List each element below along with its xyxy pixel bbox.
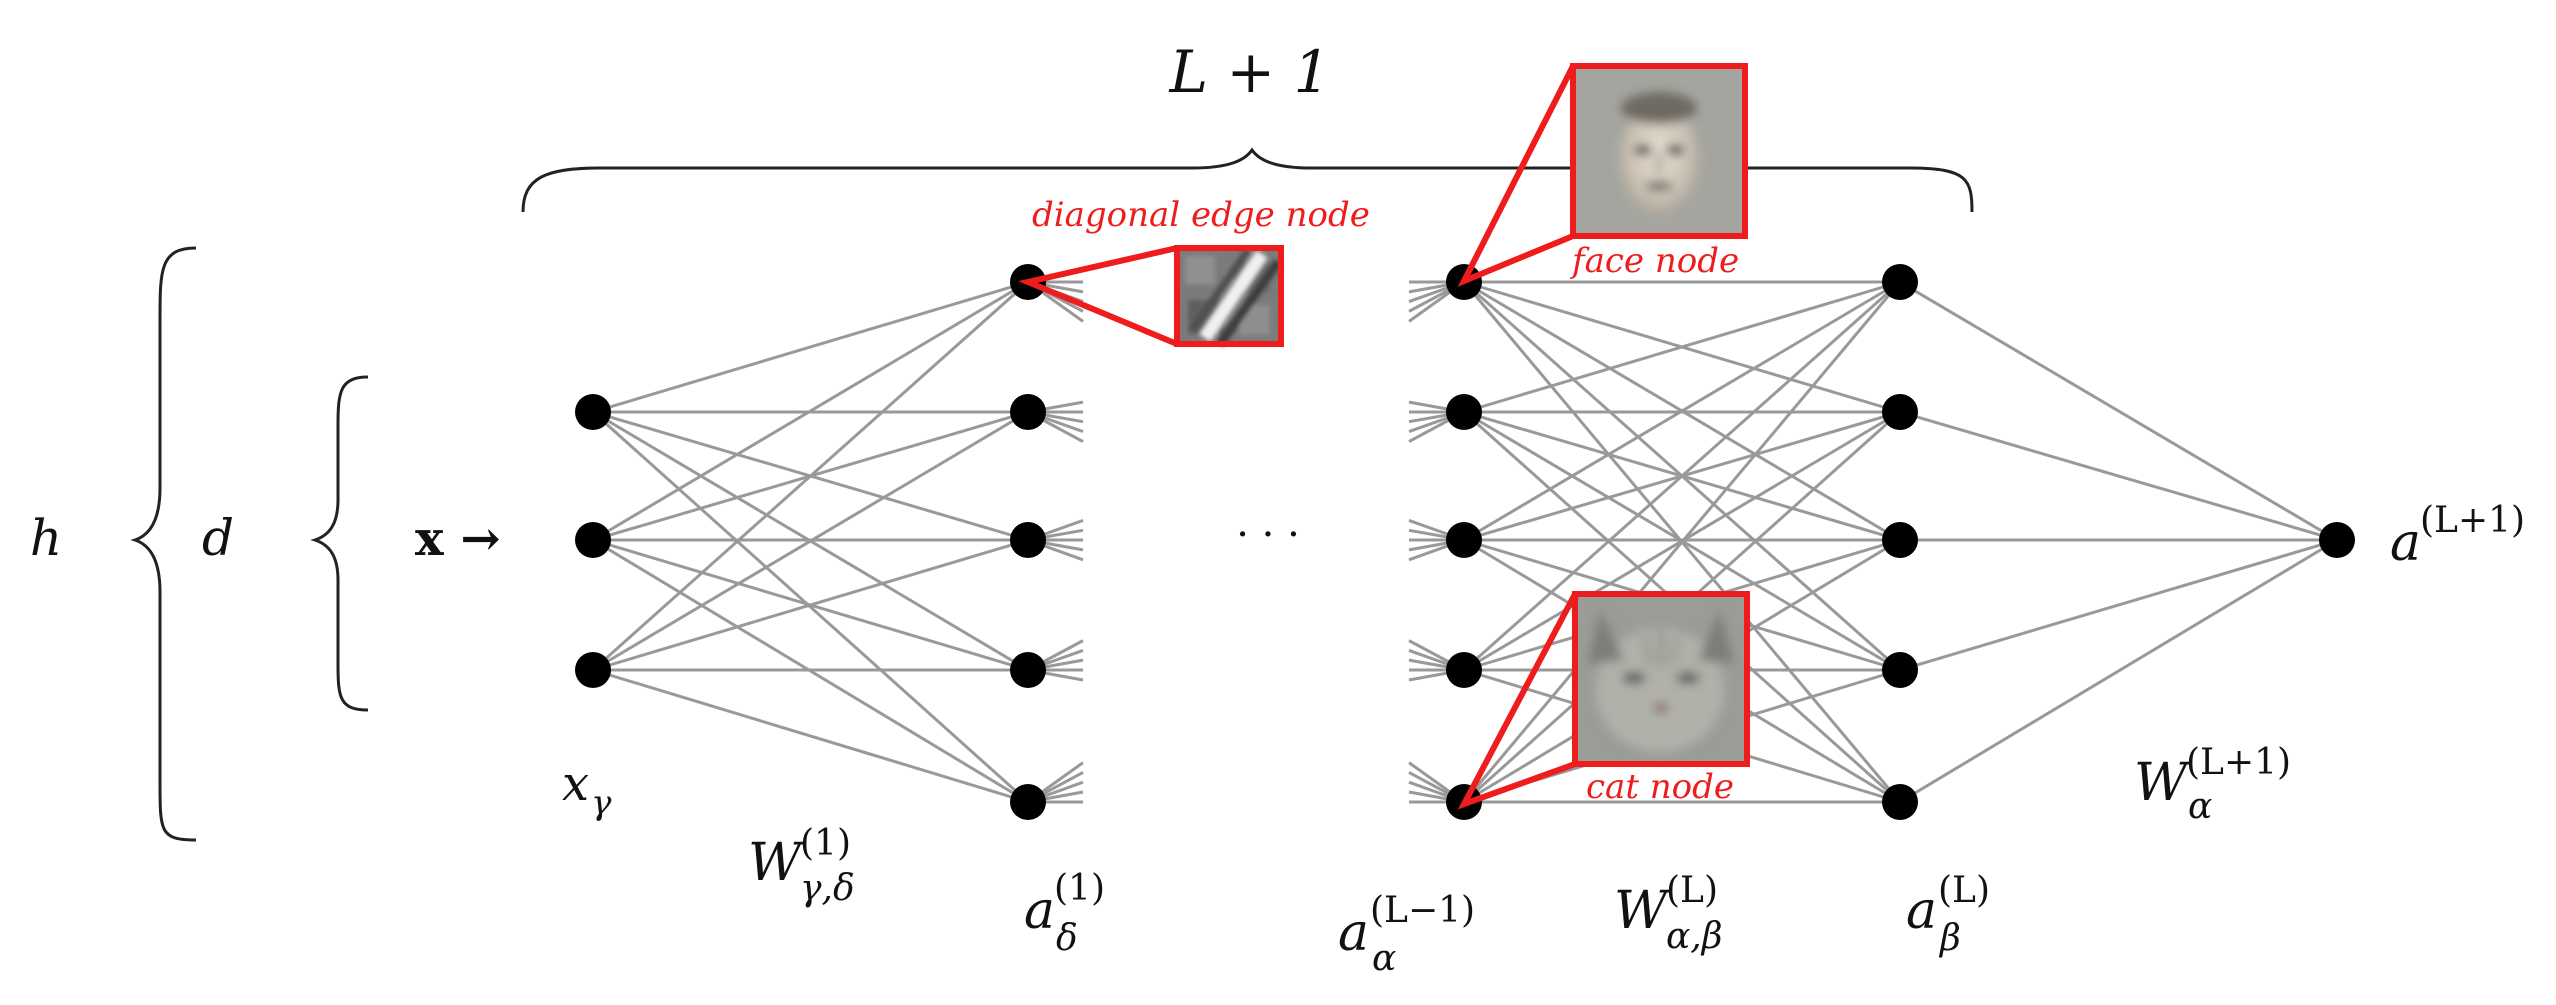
hiddenl-node (1882, 784, 1918, 820)
weight-label-lp1-sup: (L+1) (2186, 742, 2291, 783)
output-label-base: a (2390, 513, 2421, 573)
edge-hiddenlm1-hiddenl (1462, 281, 1902, 803)
edge-hiddenl-output (1899, 538, 2338, 672)
diagonal-edge-label: diagonal edge node (1032, 195, 1370, 235)
face-image (1570, 63, 1748, 239)
hiddenl-node (1882, 522, 1918, 558)
edge-input-hidden1 (592, 668, 1029, 804)
diagonal-edge-callout: diagonal edge node (1018, 195, 1370, 347)
hiddenl-node (1882, 652, 1918, 688)
weight-label-1-sup: (1) (800, 823, 851, 864)
face-label: face node (1569, 241, 1739, 281)
weight-label-l-sub: α,β (1666, 916, 1723, 957)
edge-input-hidden1 (591, 410, 1030, 804)
ellipsis-label: · · · (1236, 512, 1300, 558)
hiddenl-node (1882, 394, 1918, 430)
hidden1-node (1010, 652, 1046, 688)
edge-input-hidden1 (592, 280, 1029, 414)
hiddenl-node (1882, 264, 1918, 300)
activation-label-l-sub: β (1938, 918, 1961, 959)
edge-input-hidden1 (592, 538, 1029, 672)
top-brace (521, 147, 1974, 213)
edge-hiddenlm1-hiddenl (1463, 280, 1901, 542)
edge-hiddenl-output (1899, 410, 2338, 542)
activation-label-1-sup: (1) (1054, 868, 1105, 909)
outer-brace-h (130, 246, 197, 842)
input-x-label: x → (415, 511, 501, 567)
edge-hiddenlm1-hiddenl (1463, 280, 1901, 414)
input-variable-label: xγ (562, 756, 612, 823)
weight-label-1-base: W (748, 833, 805, 893)
activation-label-l-base: a (1906, 881, 1937, 941)
activation-label-1-sub: δ (1056, 918, 1078, 959)
edge-input-hidden1 (592, 280, 1029, 672)
weight-label-l-base: W (1614, 881, 1671, 941)
network-nodes (575, 264, 2355, 820)
activation-label-l-sup: (L) (1938, 870, 1990, 911)
face-callout: face node (1457, 63, 1748, 287)
activation-label-lm1-sup: (L−1) (1370, 890, 1475, 931)
edge-hiddenl-output (1899, 280, 2338, 542)
input-node (575, 652, 611, 688)
hiddenlm1-node (1446, 522, 1482, 558)
cat-label: cat node (1586, 767, 1734, 807)
hiddenlm1-node (1446, 394, 1482, 430)
inner-brace-d (310, 375, 369, 712)
weight-label-lp1-sub: α (2188, 786, 2212, 827)
d-label: d (202, 509, 234, 567)
diagonal-edge-image (1174, 245, 1284, 347)
hidden1-node (1010, 522, 1046, 558)
weight-label-lp1-base: W (2134, 753, 2191, 813)
activation-label-lm1-sub: α (1372, 938, 1396, 979)
hidden1-node (1010, 784, 1046, 820)
hidden1-node (1010, 394, 1046, 430)
cat-image (1572, 591, 1750, 767)
input-node (575, 522, 611, 558)
weight-label-l-sup: (L) (1666, 870, 1718, 911)
output-label-sup: (L+1) (2420, 500, 2525, 541)
edge-input-hidden1 (592, 280, 1029, 542)
edge-hiddenl-output (1899, 538, 2338, 804)
edge-hiddenlm1-hiddenl (1463, 280, 1901, 672)
activation-label-1-base: a (1024, 881, 1055, 941)
activation-label-lm1-base: a (1338, 903, 1369, 963)
top-brace-label: L + 1 (1169, 38, 1331, 106)
hiddenlm1-node (1446, 652, 1482, 688)
input-node (575, 394, 611, 430)
h-label: h (30, 509, 62, 567)
output-node (2319, 522, 2355, 558)
edge-input-hidden1 (592, 410, 1029, 672)
cat-callout: cat node (1457, 591, 1750, 810)
weight-label-1-sub: γ,δ (800, 868, 855, 909)
